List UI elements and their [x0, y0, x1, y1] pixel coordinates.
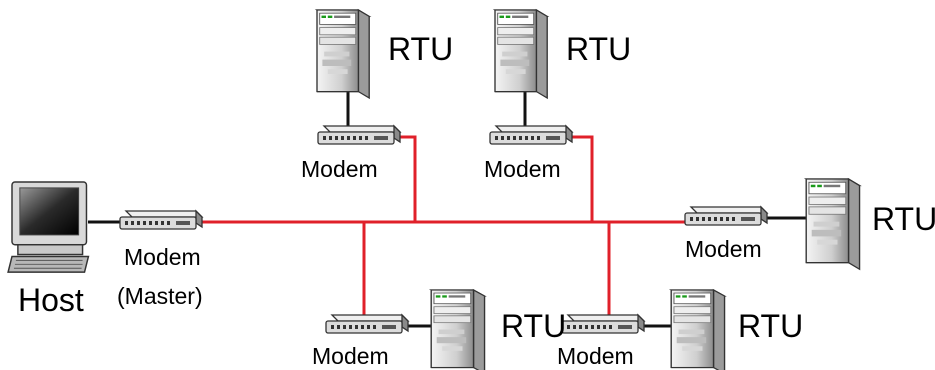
network-links — [200, 135, 685, 322]
link-rtu-2 — [570, 135, 594, 222]
modem-label: Modem — [312, 343, 389, 369]
modem-label: Modem — [685, 236, 762, 262]
modem-icon — [489, 125, 573, 145]
tower-server-icon — [316, 9, 370, 99]
modem-icon — [119, 210, 203, 230]
rtu-label: RTU — [738, 308, 804, 344]
tower-server-icon — [805, 178, 861, 270]
tower-server-icon — [430, 289, 486, 370]
modem-icon — [325, 314, 409, 334]
link-rtu-1 — [397, 135, 417, 222]
master-label: (Master) — [117, 283, 203, 309]
modem-label: Modem — [301, 156, 378, 182]
tower-server-icon — [670, 289, 726, 370]
host-computer-icon — [7, 181, 90, 273]
modem-label: Modem — [484, 156, 561, 182]
tower-server-icon — [494, 9, 548, 99]
modem-icon — [317, 125, 401, 145]
rtu-label: RTU — [501, 308, 567, 344]
device-wires — [88, 92, 806, 328]
rtu-label: RTU — [388, 31, 454, 67]
rtu-label: RTU — [566, 31, 632, 67]
modem-icon — [561, 314, 645, 334]
modem-label: Modem — [557, 343, 634, 369]
host-label: Host — [18, 282, 84, 318]
rtu-label: RTU — [872, 201, 935, 237]
modem-icon — [684, 206, 768, 226]
modem-label: Modem — [124, 244, 201, 270]
